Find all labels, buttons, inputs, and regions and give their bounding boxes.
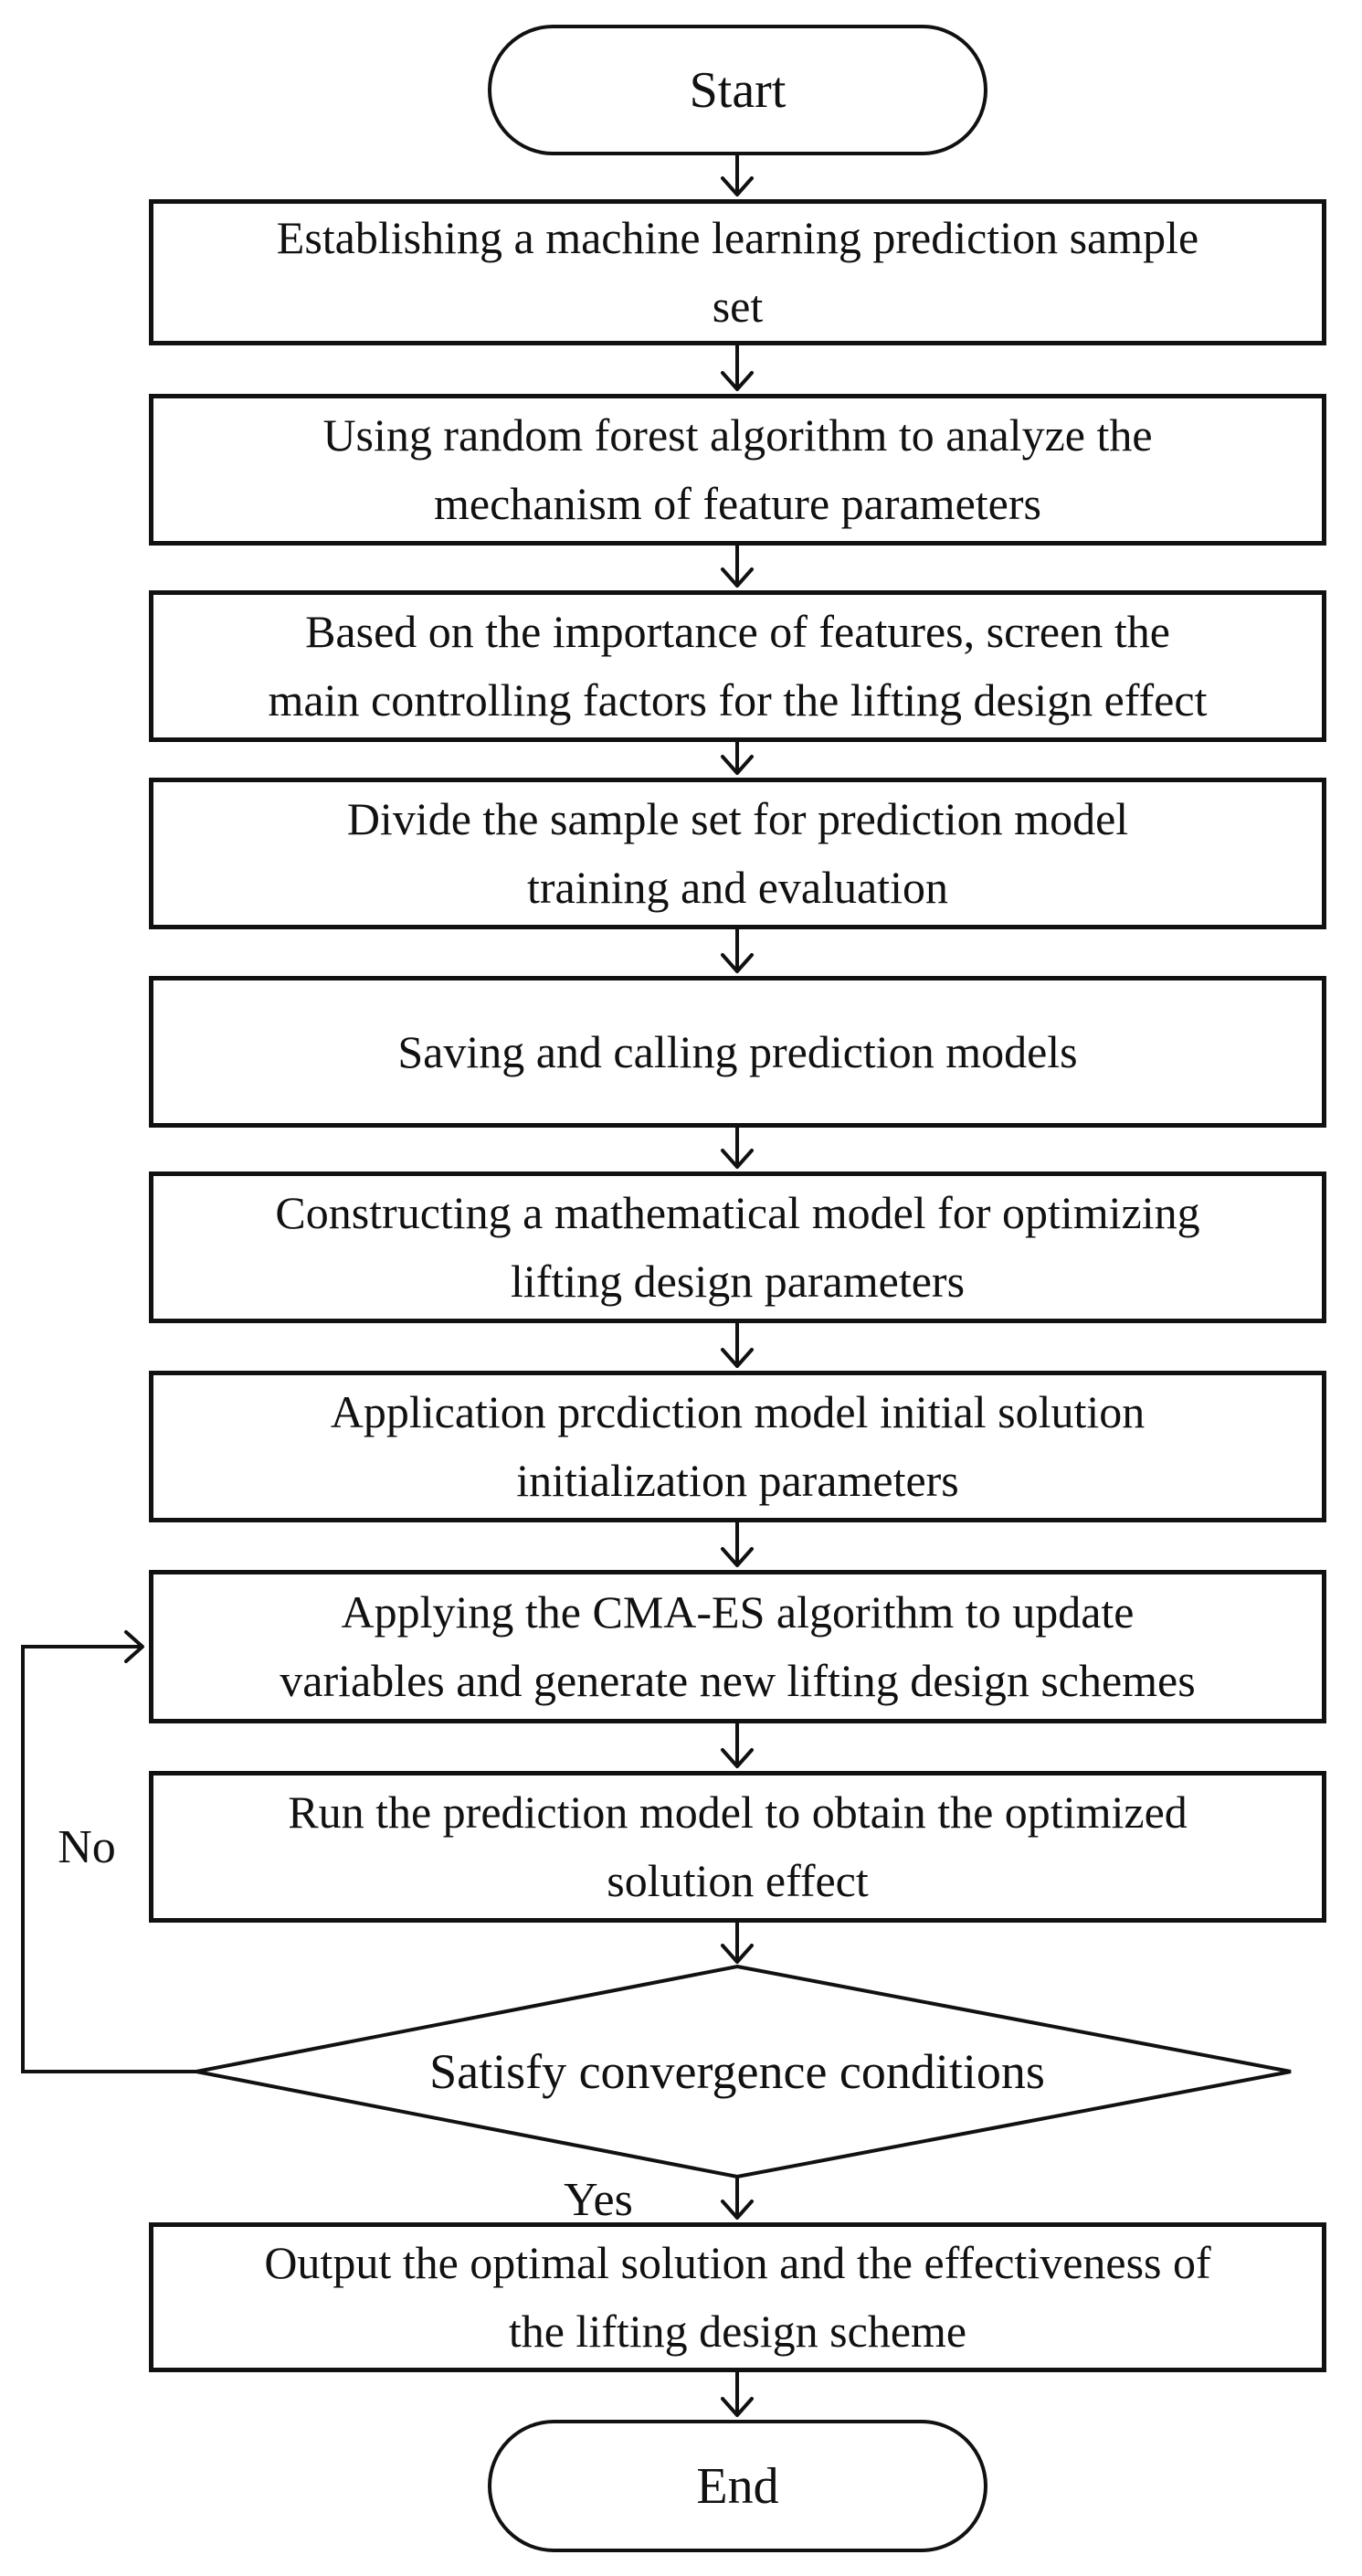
process-save-call-models: Saving and calling prediction models xyxy=(149,976,1326,1128)
process-cma-es-update: Applying the CMA-ES algorithm to update … xyxy=(149,1570,1326,1723)
process-random-forest-analysis: Using random forest algorithm to analyze… xyxy=(149,394,1326,546)
process-divide-sample-set: Divide the sample set for prediction mod… xyxy=(149,778,1326,929)
terminator-start: Start xyxy=(488,25,987,155)
edge-label-yes: Yes xyxy=(564,2174,633,2226)
process-run-prediction-model: Run the prediction model to obtain the o… xyxy=(149,1771,1326,1923)
process-screen-main-factors: Based on the importance of features, scr… xyxy=(149,590,1326,742)
edge-label-no: No xyxy=(58,1821,116,1873)
connector-decision-no-loop xyxy=(21,1630,196,2073)
decision-convergence-label: Satisfy convergence conditions xyxy=(429,2044,1045,2099)
process-output-optimal-solution: Output the optimal solution and the effe… xyxy=(149,2222,1326,2372)
process-construct-math-model: Constructing a mathematical model for op… xyxy=(149,1171,1326,1323)
process-init-parameters: Application prcdiction model initial sol… xyxy=(149,1371,1326,1522)
process-establish-sample-set: Establishing a machine learning predicti… xyxy=(149,199,1326,345)
terminator-end: End xyxy=(488,2420,987,2552)
